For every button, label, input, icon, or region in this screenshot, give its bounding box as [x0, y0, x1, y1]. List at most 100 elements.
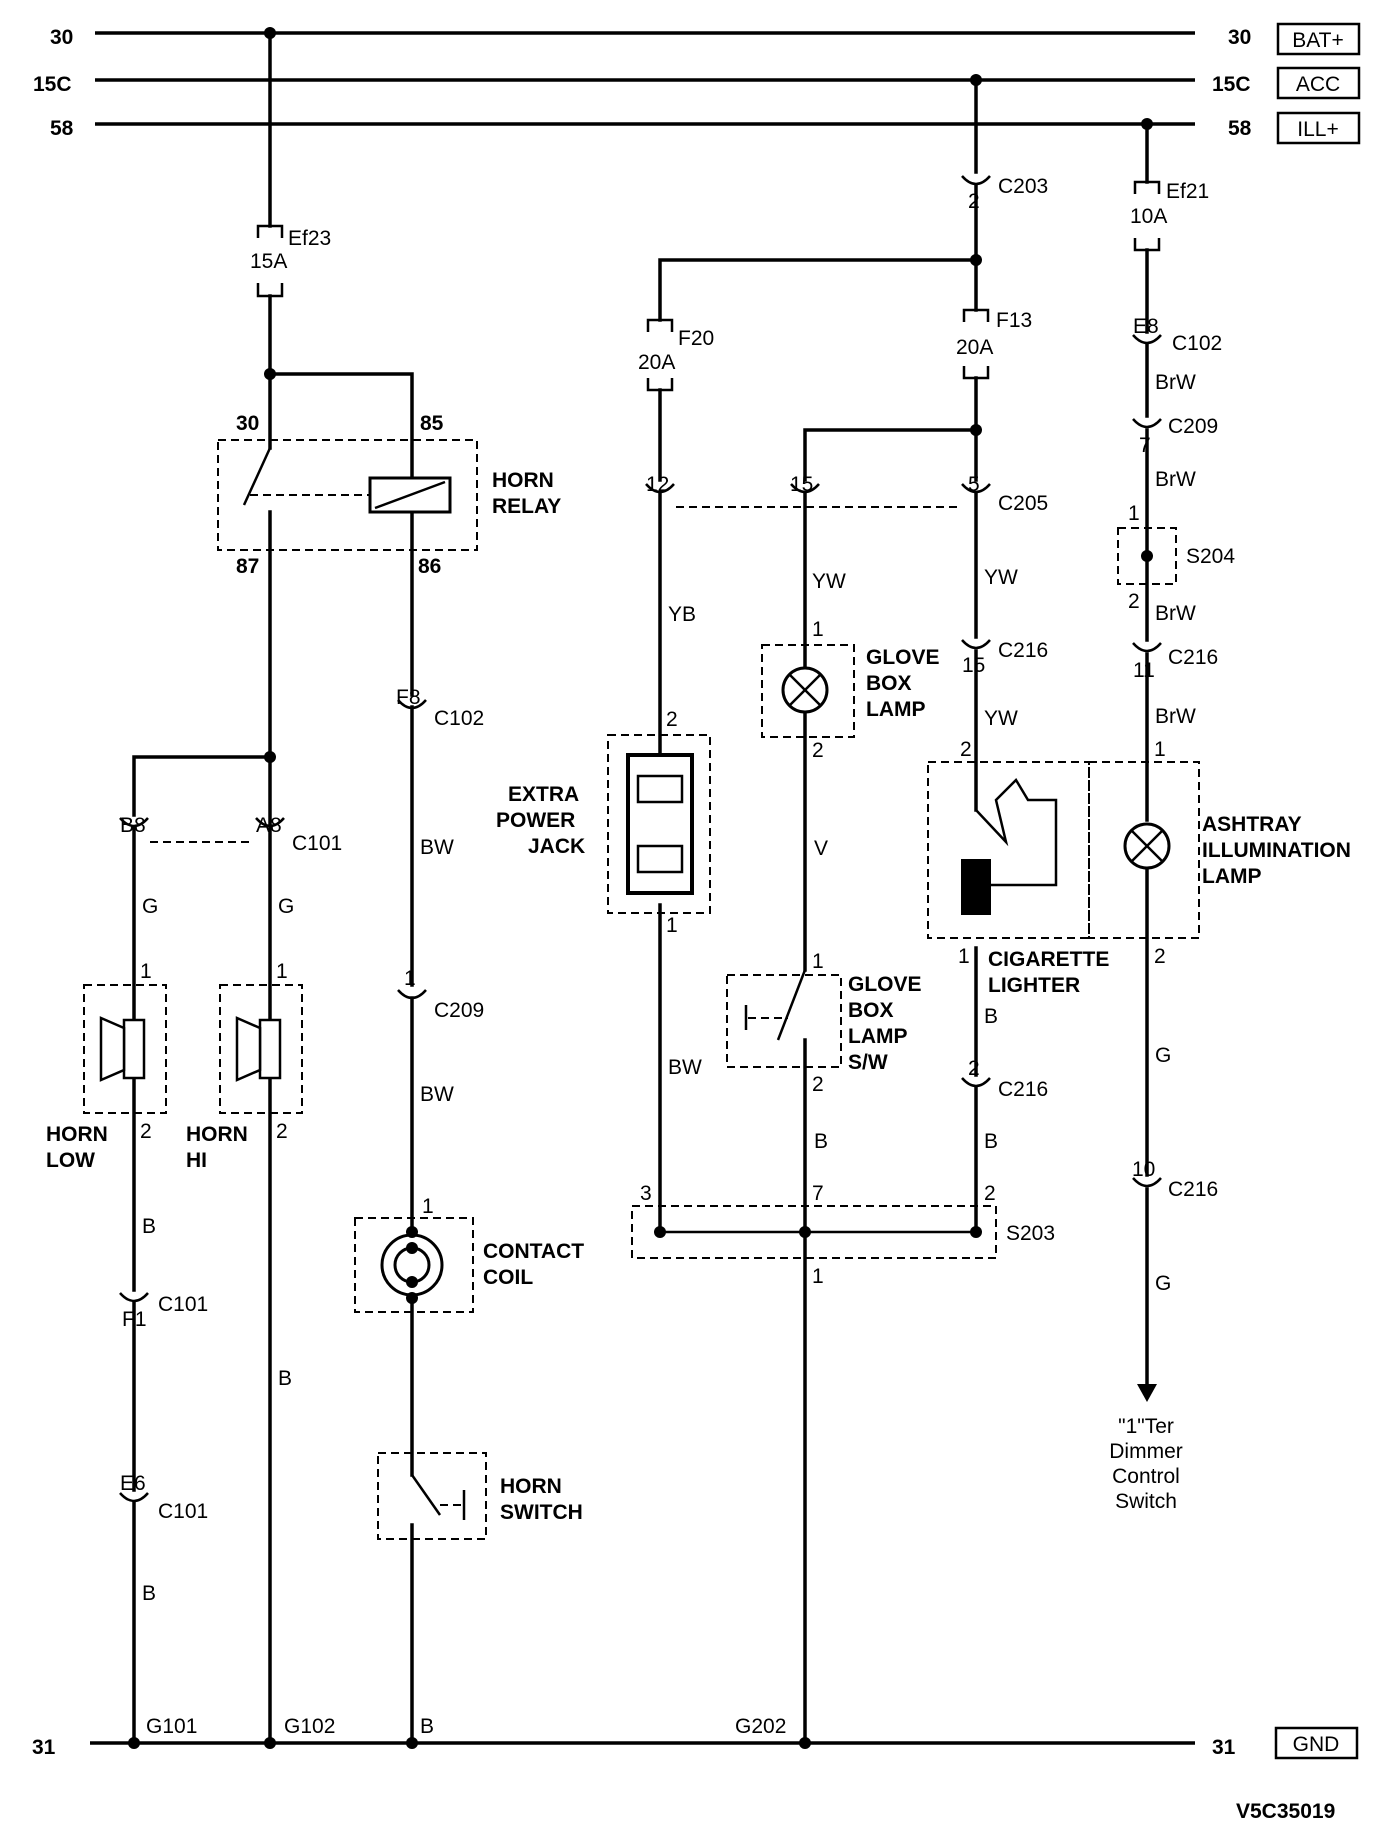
glove-switch-pin-2: 2 [812, 1073, 824, 1096]
c216-pin-11: 11 [1133, 659, 1155, 682]
jack-pin-1: 1 [666, 914, 678, 937]
horn-relay-box [217, 439, 478, 551]
wire-bw-2: BW [420, 1083, 454, 1106]
contact-coil-label-2: COIL [483, 1266, 533, 1289]
connector-c101-a8 [255, 817, 285, 828]
fuse-ef23-label: Ef23 [288, 227, 331, 250]
extra-power-jack-label-3: JACK [528, 835, 585, 858]
glove-switch-pin-1: 1 [812, 950, 824, 973]
illumination-wiring [1137, 118, 1157, 1402]
bat-label-box [1276, 22, 1361, 56]
contact-coil-pin-1: 1 [422, 1195, 434, 1218]
dimmer-label-2: Dimmer [1109, 1440, 1183, 1463]
horn-switch-label-2: SWITCH [500, 1501, 583, 1524]
wire-b-2: B [278, 1367, 292, 1390]
glove-box-switch-label-1: GLOVE [848, 973, 922, 996]
ashtray-pin-2: 2 [1154, 945, 1166, 968]
glove-lamp-pin-1: 1 [812, 618, 824, 641]
horn-hi-pin-2: 2 [276, 1120, 288, 1143]
splice-s204-label: S204 [1186, 545, 1235, 568]
wire-v: V [814, 837, 828, 860]
fuse-f13 [962, 308, 990, 380]
horn-hi-icon [235, 1016, 262, 1082]
cigarette-lighter-element [975, 777, 1058, 887]
c203-pin-2: 2 [968, 190, 980, 213]
connector-c101-label-1: C101 [292, 832, 342, 855]
pin-a8: A8 [256, 814, 282, 837]
wire-g-horn-hi: G [278, 895, 294, 918]
ground-g202: G202 [735, 1715, 786, 1738]
glove-box-switch-box [726, 974, 842, 1068]
c209-pin-7: 7 [1139, 434, 1151, 457]
horn-low-pin-1: 1 [140, 960, 152, 983]
s204-pin-1: 1 [1128, 502, 1140, 525]
c209-pin-1: 1 [404, 967, 416, 990]
lighter-pin-1: 1 [958, 945, 970, 968]
ground-g102: G102 [284, 1715, 335, 1738]
connector-c102-label-1: C102 [434, 707, 484, 730]
connector-c102-e8 [1132, 334, 1162, 345]
extra-power-jack-box [607, 734, 711, 914]
pin-e6: E6 [120, 1472, 146, 1495]
dimmer-label-3: Control [1112, 1465, 1180, 1488]
connector-c216-label-1: C216 [998, 639, 1048, 662]
horn-hi-box [219, 984, 303, 1114]
horn-hi-body [258, 1018, 282, 1080]
fuse-ef21-label: Ef21 [1166, 180, 1209, 203]
contact-coil-box [354, 1217, 474, 1313]
connector-c205-12 [645, 483, 675, 494]
splice-s203-box [631, 1205, 997, 1259]
dimmer-arrow-icon [1137, 1384, 1157, 1402]
fuse-ef23 [256, 224, 284, 298]
fuse-ef21-amp: 10A [1130, 205, 1167, 228]
connector-c101-f1 [119, 1292, 149, 1303]
horn-relay-label-2: RELAY [492, 495, 561, 518]
horn-hi-pin-1: 1 [276, 960, 288, 983]
gnd-label-box [1274, 1726, 1359, 1760]
ashtray-lamp-box [1088, 761, 1200, 939]
bus-30-left: 30 [50, 26, 73, 49]
c205-pin-5: 5 [968, 473, 980, 496]
relay-pin-30: 30 [236, 412, 259, 435]
splice-s203-label: S203 [1006, 1222, 1055, 1245]
jack-slot-1 [636, 774, 684, 804]
ashtray-lamp-label-3: LAMP [1202, 865, 1262, 888]
glove-box-switch-label-4: S/W [848, 1051, 888, 1074]
acc-label-box [1276, 66, 1361, 100]
extra-power-jack-label-1: EXTRA [508, 783, 579, 806]
s203-pin-7: 7 [812, 1182, 824, 1205]
pin-e8: E8 [1133, 315, 1159, 338]
fuse-f13-label: F13 [996, 309, 1032, 332]
connector-c203-label: C203 [998, 175, 1048, 198]
horn-hi-label-2: HI [186, 1149, 207, 1172]
c216-pin-10: 10 [1132, 1158, 1155, 1181]
bus-31-right: 31 [1212, 1736, 1236, 1759]
connector-c209-label-1: C209 [434, 999, 484, 1022]
horn-low-body [122, 1018, 146, 1080]
wire-b-horn-switch: B [420, 1715, 434, 1738]
connector-c205-5 [961, 483, 991, 494]
wire-brw-3: BrW [1155, 602, 1196, 625]
glove-lamp-pin-2: 2 [812, 739, 824, 762]
connector-c216-label-2: C216 [998, 1078, 1048, 1101]
fuse-f20 [646, 318, 674, 392]
s203-pin-3: 3 [640, 1182, 652, 1205]
horn-low-label-1: HORN [46, 1123, 108, 1146]
connector-c101-label-3: C101 [158, 1500, 208, 1523]
connector-c216-11 [1132, 642, 1162, 653]
connector-c216-label-3: C216 [1168, 646, 1218, 669]
horn-relay-label-1: HORN [492, 469, 554, 492]
fuse-ef21 [1133, 180, 1161, 252]
s203-pin-2: 2 [984, 1182, 996, 1205]
cigarette-lighter-label-2: LIGHTER [988, 974, 1080, 997]
connector-c203 [961, 175, 991, 186]
jack-slot-2 [636, 844, 684, 874]
horn-switch-box [377, 1452, 487, 1540]
ill-label-box [1276, 111, 1361, 145]
extra-power-jack-label-2: POWER [496, 809, 575, 832]
glove-box-switch-label-2: BOX [848, 999, 894, 1022]
bus-58-left: 58 [50, 117, 74, 140]
wire-b-4: B [814, 1130, 828, 1153]
ground-g101: G101 [146, 1715, 197, 1738]
